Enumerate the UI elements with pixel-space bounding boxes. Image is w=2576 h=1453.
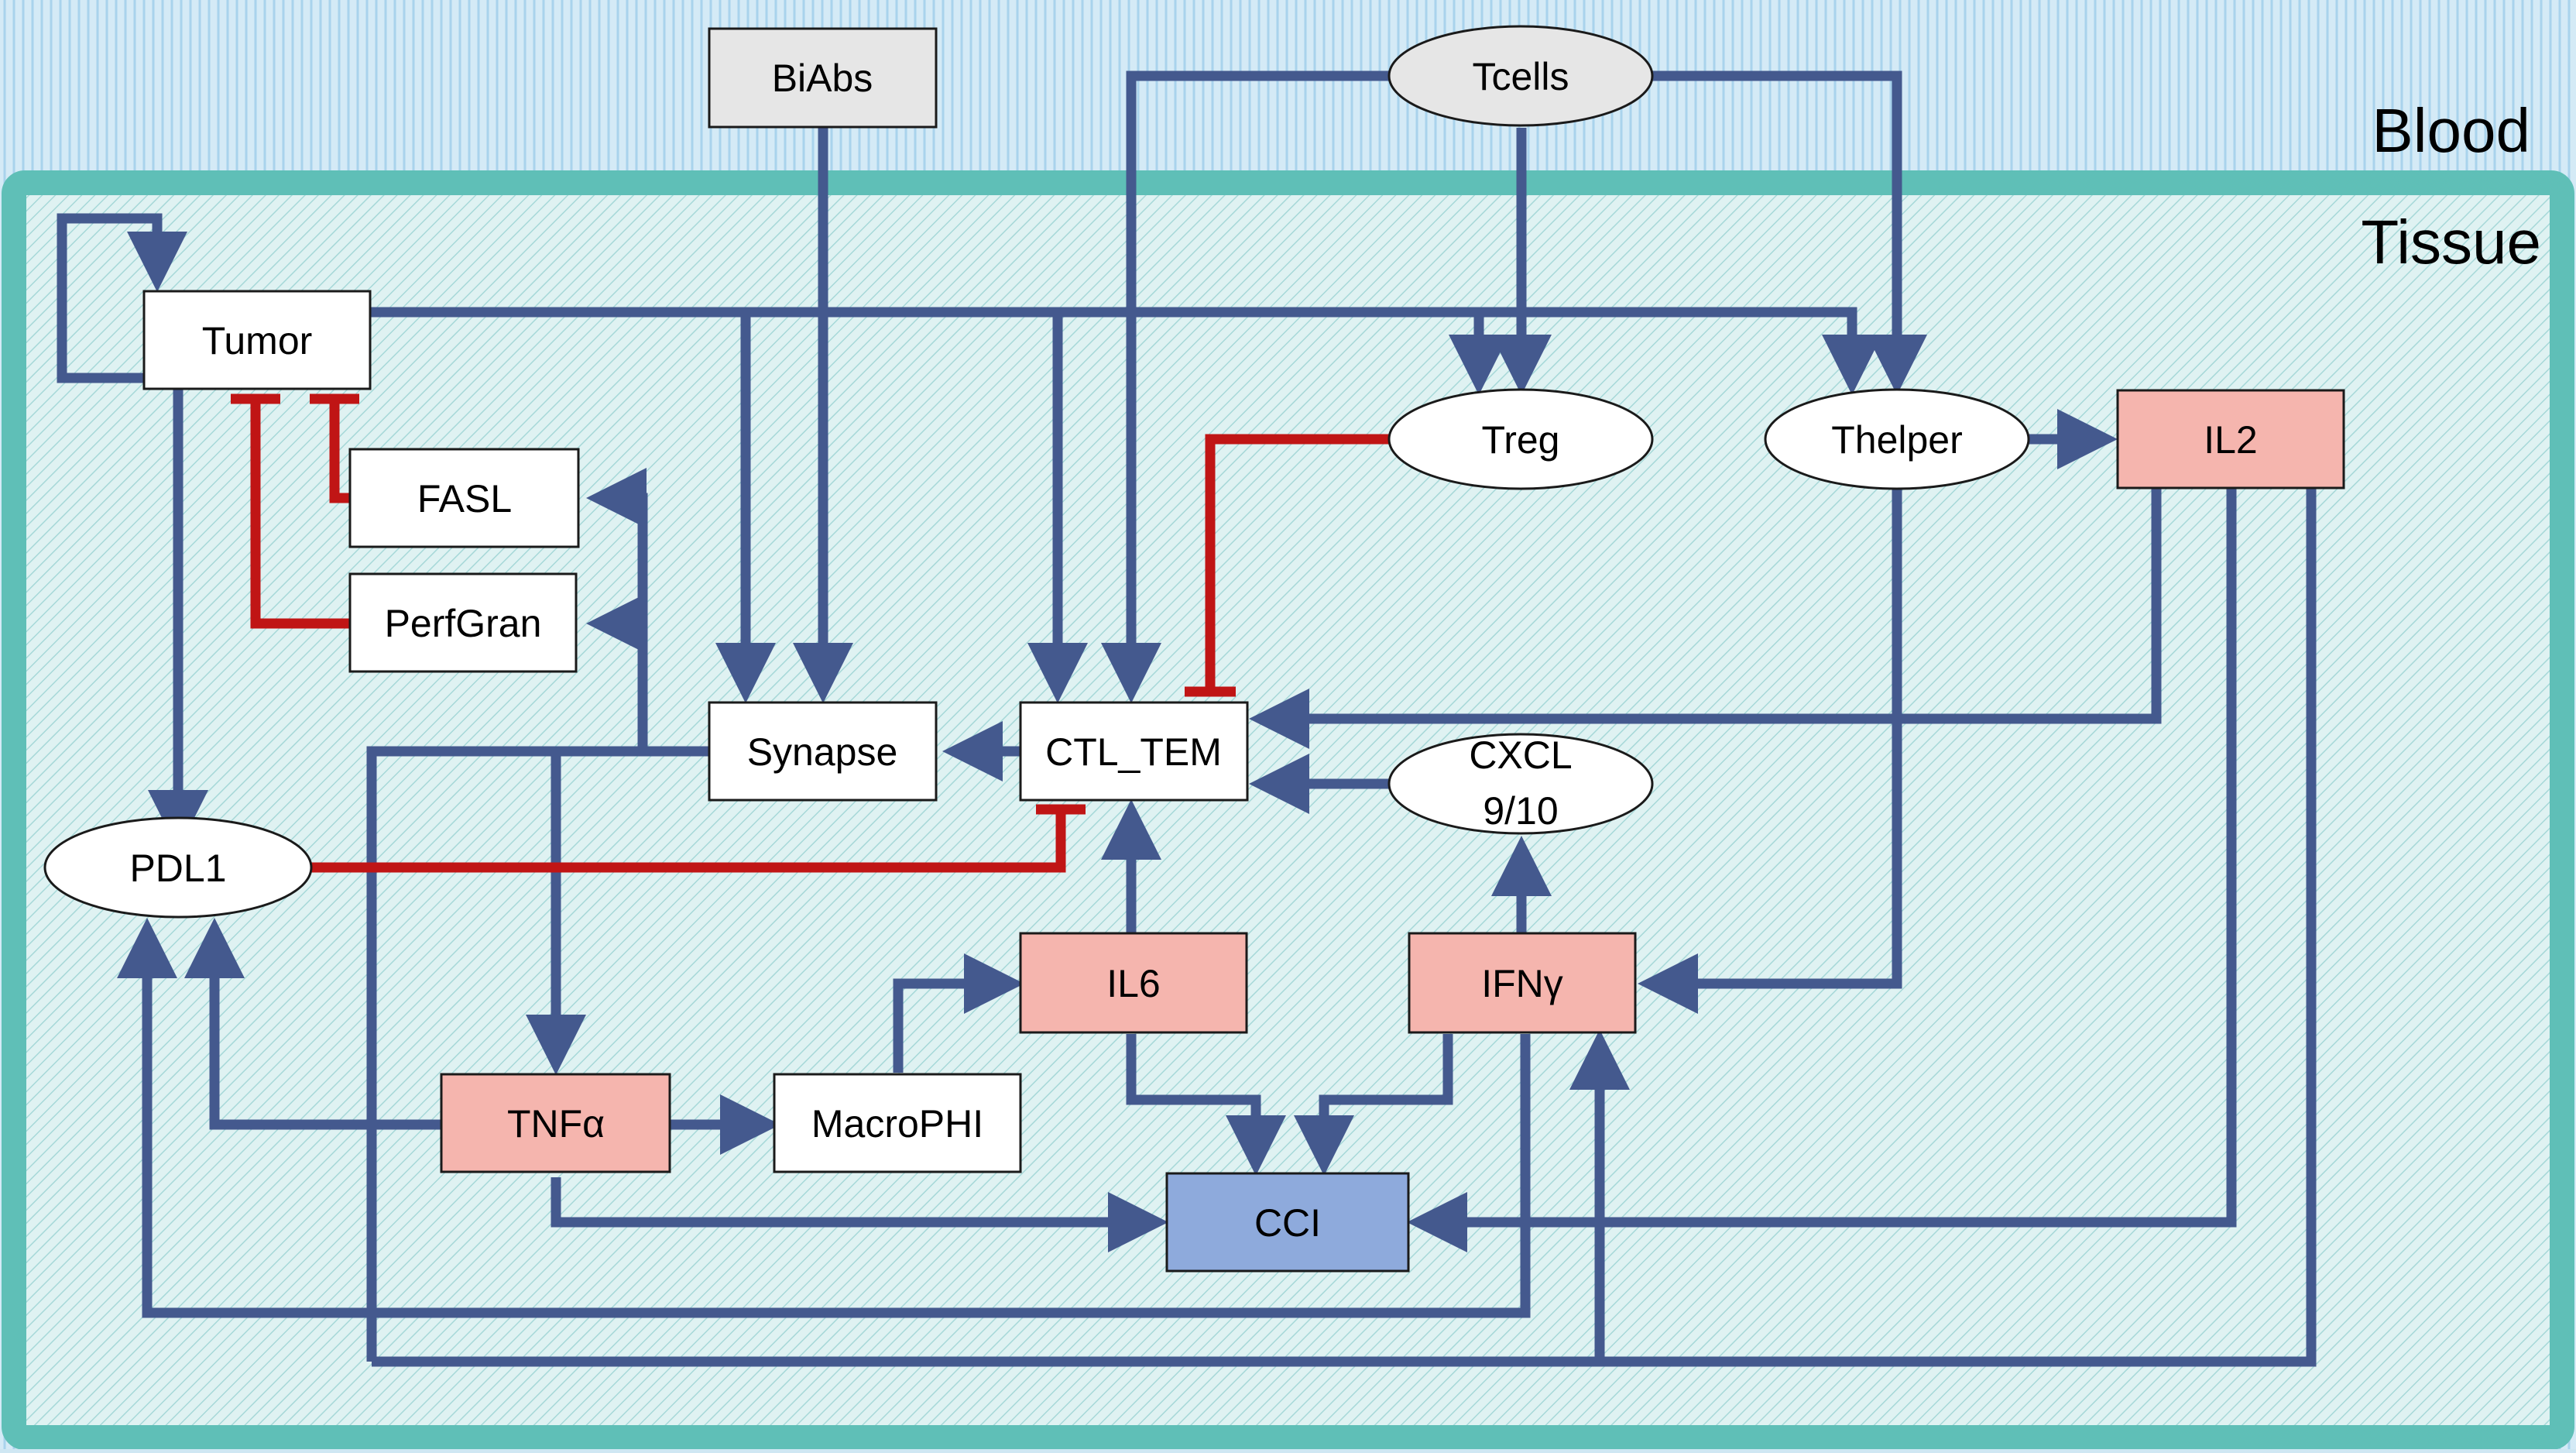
- edge-ifng-cci: [1294, 1034, 1453, 1176]
- node-synapse-label: Synapse: [747, 730, 898, 774]
- node-cci-label: CCI: [1254, 1201, 1321, 1245]
- node-macrophi[interactable]: MacroPHI: [773, 1073, 1022, 1173]
- node-perfgran[interactable]: PerfGran: [348, 572, 578, 673]
- node-cxcl[interactable]: CXCL 9/10: [1387, 733, 1654, 835]
- node-synapse[interactable]: Synapse: [708, 701, 938, 802]
- edge-synapse-loop: [366, 746, 708, 1362]
- node-il2[interactable]: IL2: [2116, 389, 2345, 489]
- node-tcells[interactable]: Tcells: [1387, 25, 1654, 127]
- blood-label: Blood: [2372, 96, 2530, 165]
- node-tcells-label: Tcells: [1472, 55, 1569, 98]
- node-cxcl-label-line2: 9/10: [1483, 789, 1558, 833]
- node-il6-label: IL6: [1106, 962, 1161, 1005]
- node-tumor[interactable]: Tumor: [142, 290, 372, 390]
- node-il6[interactable]: IL6: [1019, 932, 1248, 1034]
- edge-il2-cci: [1407, 488, 2237, 1252]
- node-biabs-label: BiAbs: [772, 57, 873, 100]
- node-ctl-tem[interactable]: CTL_TEM: [1019, 701, 1249, 802]
- edge-il2-ctl: [1249, 488, 2162, 749]
- node-macrophi-label: MacroPHI: [811, 1102, 983, 1146]
- edge-fasl-tumor: [329, 403, 350, 503]
- node-cxcl-label-line1: CXCL: [1469, 733, 1572, 777]
- node-ifng-label: IFNγ: [1481, 962, 1563, 1005]
- node-cci[interactable]: CCI: [1165, 1172, 1410, 1273]
- tissue-label: Tissue: [2361, 208, 2541, 277]
- node-biabs[interactable]: BiAbs: [708, 27, 938, 129]
- edge-il6-cci: [1126, 1034, 1286, 1176]
- node-ctl-tem-label: CTL_TEM: [1045, 730, 1222, 774]
- node-il2-label: IL2: [2204, 418, 2258, 462]
- edge-il2-ifng: [1569, 488, 2317, 1367]
- edge-perfgran-tumor: [250, 403, 350, 629]
- node-fasl[interactable]: FASL: [348, 448, 580, 548]
- edge-treg-ctl: [1205, 434, 1390, 689]
- node-perfgran-label: PerfGran: [385, 602, 542, 645]
- node-thelper-label: Thelper: [1831, 418, 1963, 462]
- edge-tnfa-cci: [551, 1177, 1168, 1252]
- edge-tnfa-pdl1: [184, 918, 441, 1130]
- edge-tcells-thelper: [1652, 70, 1927, 395]
- activation-edges: [57, 70, 2317, 1367]
- node-thelper[interactable]: Thelper: [1764, 388, 2030, 490]
- edge-pdl1-ctl: [311, 812, 1066, 873]
- inhibition-edges: [231, 393, 1390, 873]
- edge-macrophi-il6: [893, 953, 1024, 1073]
- node-treg[interactable]: Treg: [1387, 388, 1654, 490]
- node-pdl1[interactable]: PDL1: [43, 816, 313, 919]
- node-ifng[interactable]: IFNγ: [1408, 932, 1637, 1034]
- edge-tcells-ctl: [1101, 70, 1389, 703]
- node-fasl-label: FASL: [417, 477, 512, 520]
- edge-tumor-self: [57, 213, 187, 383]
- node-pdl1-label: PDL1: [129, 847, 226, 890]
- edge-thelper-ifng: [1638, 488, 1902, 1014]
- node-tnfa[interactable]: TNFα: [440, 1073, 671, 1173]
- edge-tumor-thelper: [1479, 307, 1882, 395]
- node-tumor-label: Tumor: [202, 319, 313, 362]
- edge-ifng-pdl1: [117, 918, 1531, 1318]
- node-tnfa-label: TNFα: [507, 1102, 605, 1146]
- edge-synapse-fasl: [586, 468, 648, 751]
- node-treg-label: Treg: [1482, 418, 1560, 462]
